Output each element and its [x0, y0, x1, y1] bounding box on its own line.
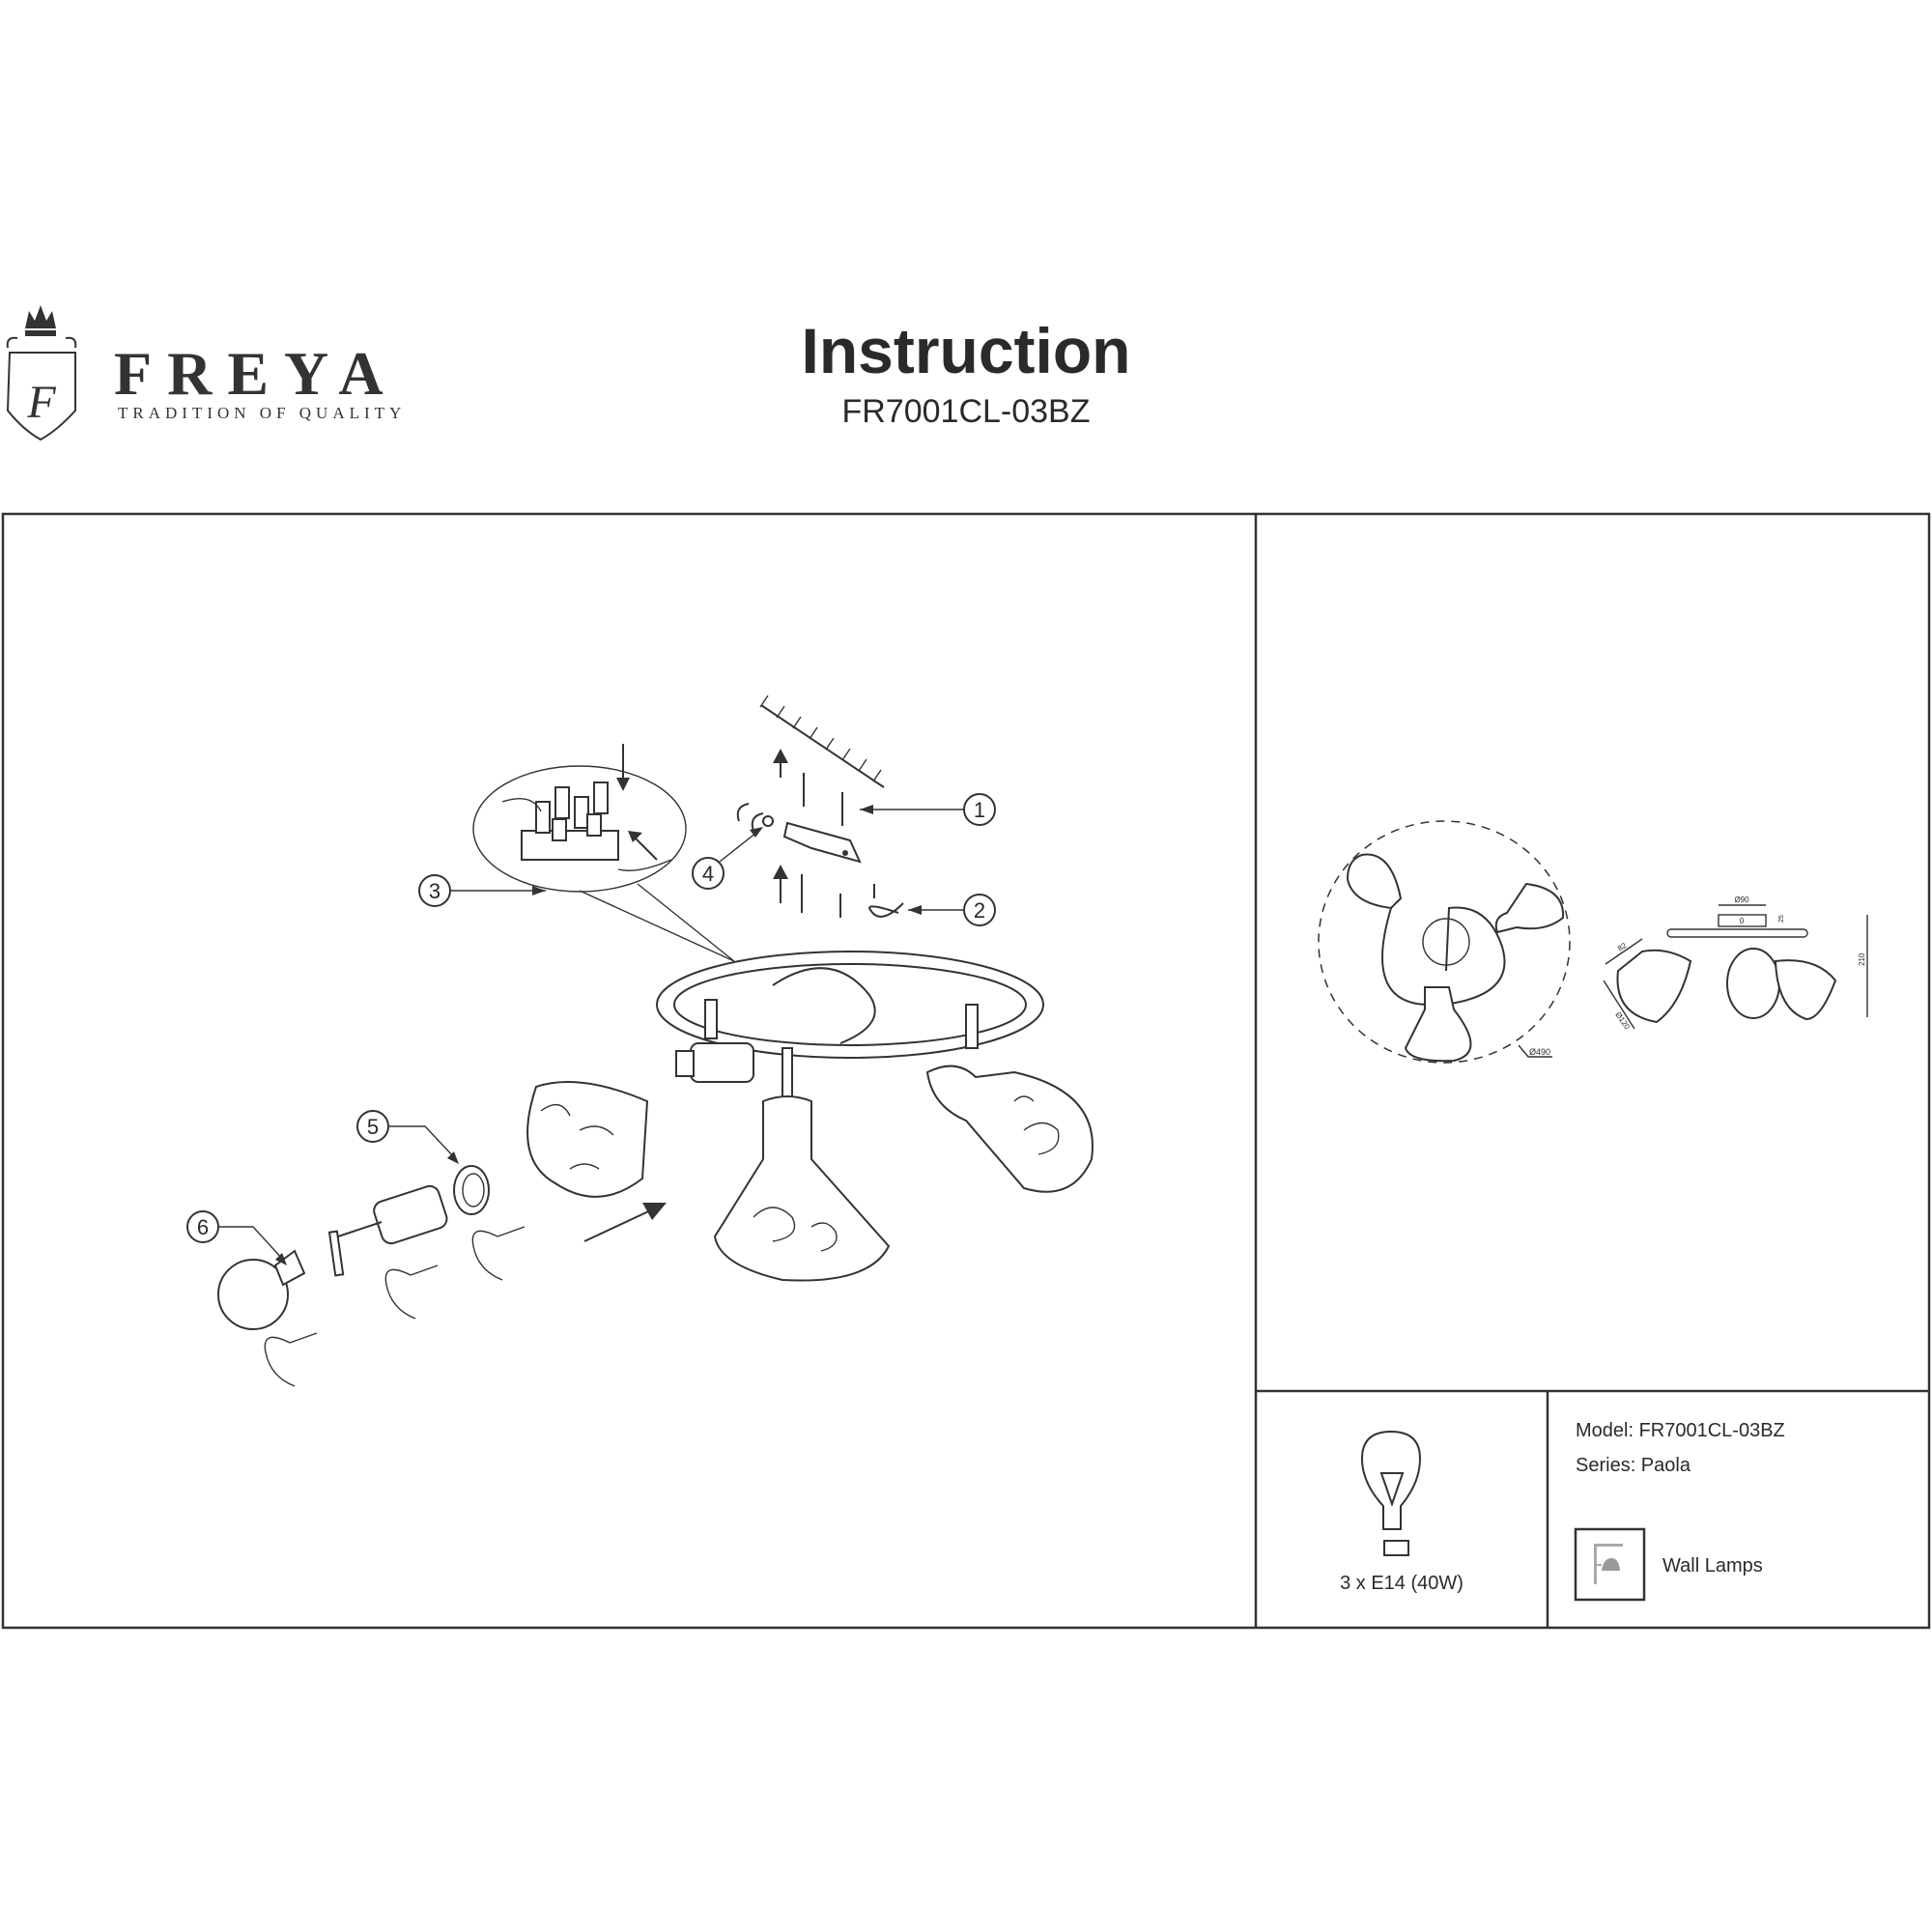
bulb-icon: [1360, 1430, 1422, 1556]
shade-right: [925, 1065, 1094, 1193]
callout-3: 3: [418, 874, 546, 907]
svg-text:6: 6: [197, 1215, 209, 1239]
model-subtitle: FR7001CL-03BZ: [841, 393, 1090, 430]
wall-lamp-icon: [1594, 1544, 1623, 1584]
side-view-drawing: Ø90 0 25 210 82 Ø120: [1603, 895, 1868, 1032]
assembly-diagram: 1 2 3 4 5 6: [186, 695, 1094, 1387]
bulb-spec-label: 3 x E14 (40W): [1340, 1573, 1463, 1594]
rotation-arrows: [264, 1226, 526, 1387]
callout-5: 5: [356, 1110, 459, 1164]
freya-logo: F FREYA TRADITION OF QUALITY: [6, 305, 406, 441]
svg-text:210: 210: [1858, 952, 1866, 966]
series-label: Series: Paola: [1576, 1455, 1691, 1476]
lamp-body: [656, 951, 1044, 1102]
crest-icon: F: [6, 305, 77, 441]
light-bulb: [217, 1249, 306, 1330]
brand-name: FREYA: [114, 339, 399, 408]
svg-text:3: 3: [429, 879, 440, 903]
ceiling-hatch: [759, 695, 885, 788]
svg-text:1: 1: [974, 798, 985, 822]
lamp-holder: [327, 1184, 448, 1277]
shade-center: [713, 1095, 891, 1282]
svg-text:F: F: [26, 377, 56, 428]
svg-text:25: 25: [1778, 915, 1785, 923]
svg-text:5: 5: [367, 1115, 379, 1139]
model-label: Model: FR7001CL-03BZ: [1576, 1420, 1785, 1441]
page-title: Instruction: [802, 315, 1131, 386]
callout-6: 6: [186, 1210, 287, 1265]
top-view-diameter-label: Ø490: [1529, 1047, 1550, 1057]
category-label: Wall Lamps: [1662, 1555, 1763, 1577]
svg-text:0: 0: [1740, 917, 1745, 925]
socket-ring: [453, 1165, 490, 1215]
svg-text:82: 82: [1616, 941, 1629, 953]
svg-text:2: 2: [974, 898, 985, 923]
svg-text:Ø90: Ø90: [1734, 895, 1749, 904]
mounting-bracket: [736, 749, 904, 918]
shade-loose: [526, 1081, 667, 1242]
callout-4: 4: [692, 827, 763, 890]
callout-2: 2: [908, 894, 996, 926]
brand-tagline: TRADITION OF QUALITY: [118, 404, 406, 422]
wall-lamp-category: Wall Lamps: [1574, 1527, 1763, 1602]
bulb-spec: 3 x E14 (40W): [1340, 1430, 1463, 1594]
callout-1: 1: [860, 793, 996, 826]
frame: [1, 512, 1931, 1630]
terminal-block-detail: [472, 744, 735, 962]
top-view-drawing: Ø490: [1318, 820, 1571, 1064]
svg-text:Ø120: Ø120: [1613, 1010, 1632, 1032]
svg-text:4: 4: [702, 862, 714, 886]
